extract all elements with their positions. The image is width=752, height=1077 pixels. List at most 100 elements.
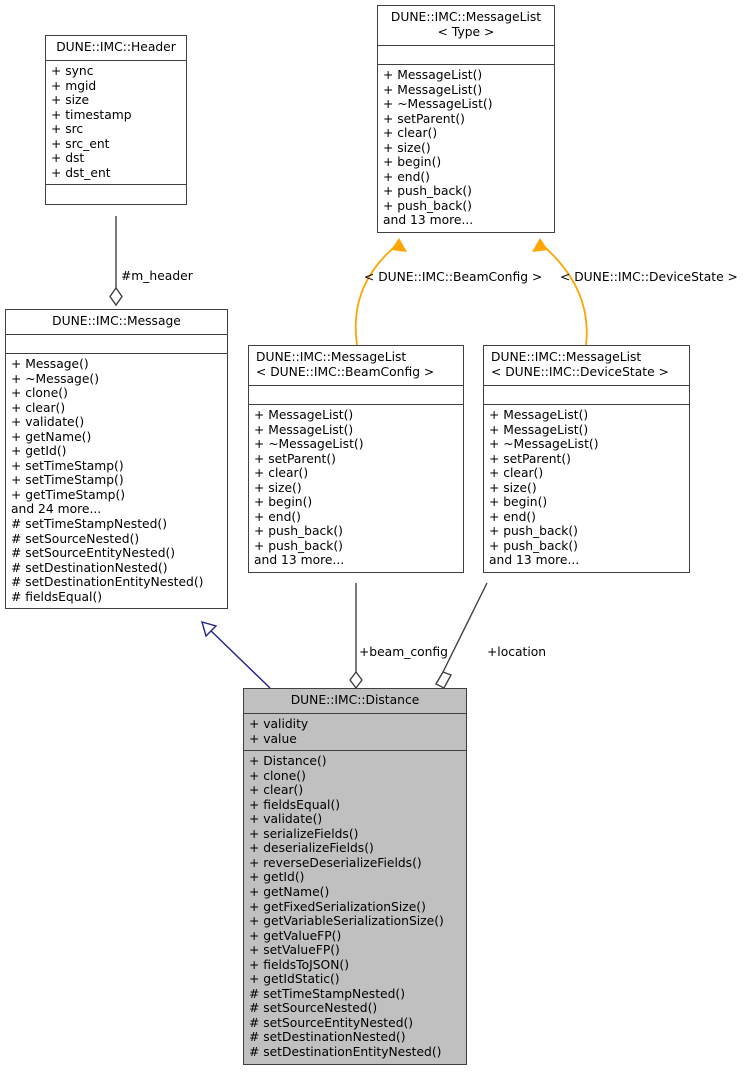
edge-message-to-distance [200, 620, 271, 689]
class-method: + ~MessageList() [383, 97, 493, 112]
class-method: # setDestinationNested() [249, 1030, 406, 1045]
edge-label-template-beamconfig: < DUNE::IMC::BeamConfig > [364, 270, 543, 284]
class-method: + deserializeFields() [249, 841, 374, 856]
class-title-message: DUNE::IMC::Message [6, 310, 227, 335]
edge-header-to-message [109, 216, 123, 307]
class-method: + end() [383, 169, 430, 184]
class-method: + validate() [249, 812, 323, 827]
class-method: + fieldsEqual() [249, 797, 341, 812]
class-method: + end() [254, 509, 301, 524]
class-method: + setParent() [254, 451, 336, 466]
class-title-header: DUNE::IMC::Header [46, 36, 186, 61]
class-node-message[interactable]: DUNE::IMC::Message + Message() + ~Messag… [5, 309, 228, 610]
class-attribute: + validity [249, 717, 309, 731]
class-attributes-messagelist-generic [378, 46, 554, 65]
class-attribute: + dst_ent [51, 165, 111, 180]
edge-label-template-devicestate: < DUNE::IMC::DeviceState > [560, 270, 738, 284]
class-node-messagelist-devicestate[interactable]: DUNE::IMC::MessageList< DUNE::IMC::Devic… [483, 345, 690, 574]
class-attribute: + src [51, 122, 84, 137]
class-method: # setSourceNested() [11, 531, 140, 546]
class-method: # setSourceEntityNested() [11, 546, 176, 561]
class-title-messagelist-beamconfig: DUNE::IMC::MessageList< DUNE::IMC::BeamC… [249, 346, 463, 386]
class-method: # setDestinationNested() [11, 560, 168, 575]
class-method: + push_back() [383, 184, 472, 199]
class-node-header[interactable]: DUNE::IMC::Header + sync + mgid + size +… [45, 35, 187, 206]
class-method: + reverseDeserializeFields() [249, 855, 422, 870]
class-method: + clear() [254, 466, 309, 481]
edge-template-beamconfig [354, 238, 407, 346]
class-method: + setParent() [489, 451, 571, 466]
class-method: + MessageList() [254, 408, 354, 422]
class-method: + validate() [11, 415, 85, 430]
class-method: + clear() [249, 783, 304, 798]
class-node-messagelist-beamconfig[interactable]: DUNE::IMC::MessageList< DUNE::IMC::BeamC… [248, 345, 464, 574]
class-method: + clear() [383, 126, 438, 141]
class-name-text: DUNE::IMC::MessageList [256, 350, 407, 364]
class-method: + setTimeStamp() [11, 458, 124, 473]
class-method: + getTimeStamp() [11, 487, 126, 502]
class-method: + ~MessageList() [489, 437, 599, 452]
class-method: + getValueFP() [249, 928, 342, 943]
class-method: # fieldsEqual() [11, 589, 103, 604]
class-method: + end() [489, 509, 536, 524]
class-methods-messagelist-generic: + MessageList() + MessageList() + ~Messa… [378, 65, 554, 232]
class-template-text: < DUNE::IMC::BeamConfig > [256, 365, 435, 379]
class-method: + getId() [11, 444, 67, 459]
class-attribute: + dst [51, 151, 85, 166]
class-method: # setTimeStampNested() [249, 986, 406, 1001]
class-method: + push_back() [489, 538, 578, 553]
class-node-messagelist-generic[interactable]: DUNE::IMC::MessageList< Type > + Message… [377, 5, 555, 234]
class-method: + begin() [489, 495, 548, 510]
class-attributes-message [6, 335, 227, 354]
class-method: + begin() [383, 155, 442, 170]
class-method: + clone() [11, 386, 68, 401]
class-method: # setDestinationEntityNested() [11, 575, 204, 590]
class-attribute: + timestamp [51, 107, 132, 122]
class-methods-messagelist-devicestate: + MessageList() + MessageList() + ~Messa… [484, 405, 689, 572]
edge-template-devicestate [532, 238, 588, 346]
class-method: + MessageList() [383, 68, 483, 82]
class-method: + MessageList() [383, 82, 483, 97]
class-method: + getName() [11, 429, 92, 444]
class-template-text: < DUNE::IMC::DeviceState > [491, 365, 669, 379]
class-method: + begin() [254, 495, 313, 510]
class-method: + push_back() [254, 524, 343, 539]
class-attribute: + value [249, 731, 297, 746]
class-method: # setSourceEntityNested() [249, 1015, 414, 1030]
class-method: + ~Message() [11, 371, 100, 386]
class-attributes-messagelist-devicestate [484, 386, 689, 405]
class-method: + MessageList() [489, 422, 589, 437]
class-method: + getIdStatic() [249, 972, 340, 987]
class-method: + getId() [249, 870, 305, 885]
class-method: and 13 more... [254, 553, 345, 568]
class-title-messagelist-devicestate: DUNE::IMC::MessageList< DUNE::IMC::Devic… [484, 346, 689, 386]
class-method: + push_back() [383, 198, 472, 213]
class-title-distance: DUNE::IMC::Distance [244, 689, 466, 714]
class-method: + MessageList() [254, 422, 354, 437]
class-method: and 24 more... [11, 502, 102, 517]
class-title-messagelist-generic: DUNE::IMC::MessageList< Type > [378, 6, 554, 46]
class-method: # setTimeStampNested() [11, 517, 168, 532]
edge-beamconfig-to-distance [349, 583, 363, 690]
class-node-distance[interactable]: DUNE::IMC::Distance + validity + value +… [243, 688, 467, 1065]
class-attribute: + src_ent [51, 136, 110, 151]
class-method: + ~MessageList() [254, 437, 364, 452]
class-method: + MessageList() [489, 408, 589, 422]
class-attributes-distance: + validity + value [244, 714, 466, 752]
class-methods-messagelist-beamconfig: + MessageList() + MessageList() + ~Messa… [249, 405, 463, 572]
class-method: + Message() [11, 357, 89, 371]
class-method: + size() [383, 140, 431, 155]
class-method: + setParent() [383, 111, 465, 126]
class-method: # setSourceNested() [249, 1001, 378, 1016]
class-method: and 13 more... [383, 213, 474, 228]
class-methods-distance: + Distance() + clone() + clear() + field… [244, 751, 466, 1063]
class-method: + setTimeStamp() [11, 473, 124, 488]
class-method: + push_back() [254, 538, 343, 553]
class-methods-header [46, 185, 186, 204]
class-attributes-messagelist-beamconfig [249, 386, 463, 405]
class-method: and 13 more... [489, 553, 580, 568]
class-method: + size() [489, 480, 537, 495]
class-method: + fieldsToJSON() [249, 957, 350, 972]
class-method: + setValueFP() [249, 943, 340, 958]
class-attribute: + size [51, 93, 90, 108]
